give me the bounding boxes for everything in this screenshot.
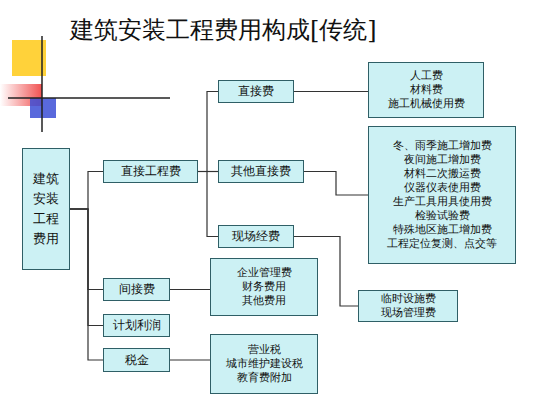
cost-box: 企业管理费财务费用其他费用 (210, 258, 318, 316)
tree-connector (198, 92, 218, 172)
tree-connector (70, 209, 103, 360)
box-text: 生产工具用具使用费 (393, 195, 492, 209)
cost-box: 营业税城市维护建设税教育费附加 (210, 334, 318, 394)
box-text: 税金 (125, 353, 149, 368)
cost-box: 冬、雨季施工增加费夜间施工增加费材料二次搬运费仪器仪表使用费生产工具用具使用费检… (368, 126, 516, 264)
diagram-title: 建筑安装工程费用构成[传统] (70, 14, 470, 46)
deco-line (41, 36, 43, 132)
box-text: 其他费用 (242, 294, 286, 308)
box-text: 现场管理费 (381, 306, 436, 320)
deco-line (8, 97, 170, 99)
box-text: 城市维护建设税 (226, 357, 303, 371)
tree-connector (198, 172, 218, 237)
box-text: 教育费附加 (237, 371, 292, 385)
tree-connector (170, 289, 210, 290)
tree-connector (70, 172, 103, 210)
box-text: 直接工程费 (121, 164, 181, 179)
tree-connector (170, 360, 210, 361)
cost-box: 直接费 (218, 80, 294, 103)
box-text: 营业税 (248, 343, 281, 357)
tree-connector (70, 209, 103, 290)
box-text: 施工机械使用费 (388, 97, 465, 111)
tree-connector (294, 91, 368, 92)
cost-box: 税金 (103, 348, 170, 372)
box-text: 工程定位复测、点交等 (387, 237, 497, 251)
box-text: 人工费 (410, 69, 443, 83)
yellow-square (12, 40, 46, 76)
box-text: 冬、雨季施工增加费 (393, 139, 492, 153)
cost-box: 计划利润 (103, 314, 170, 337)
box-text: 材料二次搬运费 (404, 167, 481, 181)
cost-box: 临时设施费现场管理费 (358, 290, 458, 322)
box-text: 夜间施工增加费 (404, 153, 481, 167)
box-text: 特殊地区施工增加费 (393, 223, 492, 237)
cost-box: 直接工程费 (103, 160, 198, 183)
cost-box: 建筑 安装 工程 费用 (22, 148, 70, 270)
box-text: 临时设施费 (381, 292, 436, 306)
box-text: 材料费 (410, 83, 443, 97)
box-text: 间接费 (119, 282, 155, 297)
box-text: 仪器仪表使用费 (404, 181, 481, 195)
box-text: 其他直接费 (231, 164, 291, 179)
tree-connector (304, 172, 368, 196)
box-text: 财务费用 (242, 280, 286, 294)
box-text: 直接费 (238, 84, 274, 99)
blue-square (30, 98, 56, 118)
box-text: 企业管理费 (237, 266, 292, 280)
tree-connector (70, 209, 103, 326)
cost-box: 现场经费 (218, 225, 294, 248)
cost-box: 其他直接费 (218, 160, 304, 183)
box-text: 计划利润 (113, 318, 161, 333)
cost-box: 间接费 (103, 278, 170, 301)
box-text: 现场经费 (232, 229, 280, 244)
cost-box: 人工费材料费施工机械使用费 (368, 62, 484, 118)
box-text: 建筑 安装 工程 费用 (31, 169, 61, 249)
box-text: 检验试验费 (415, 209, 470, 223)
